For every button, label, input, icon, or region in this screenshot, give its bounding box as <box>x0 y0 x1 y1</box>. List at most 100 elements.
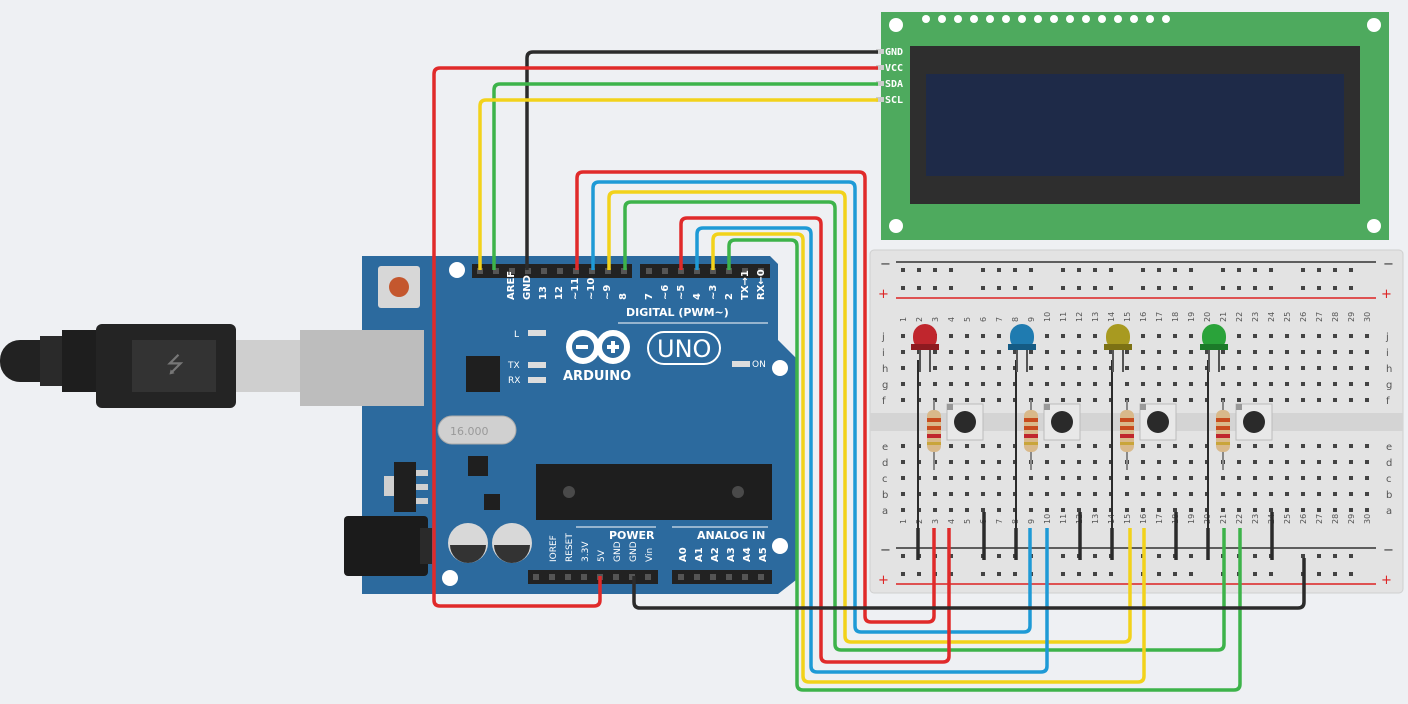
bb-hole <box>901 398 905 402</box>
bb-hole <box>1349 334 1353 338</box>
header-pin[interactable] <box>589 268 595 274</box>
bb-hole <box>1061 444 1065 448</box>
header-pin[interactable] <box>678 268 684 274</box>
header-pin[interactable] <box>605 268 611 274</box>
bb-hole <box>1285 492 1289 496</box>
rail-hole <box>1333 554 1337 558</box>
header-pin[interactable] <box>646 268 652 274</box>
rail-hole <box>1189 572 1193 576</box>
rx-led-label: RX <box>508 376 520 386</box>
header-pin[interactable] <box>710 268 716 274</box>
bb-hole <box>1365 350 1369 354</box>
bb-hole <box>1093 492 1097 496</box>
bb-hole <box>965 508 969 512</box>
bb-hole <box>901 444 905 448</box>
header-pin[interactable] <box>742 574 748 580</box>
blue-led[interactable] <box>1010 324 1034 350</box>
bb-hole <box>1221 508 1225 512</box>
header-pin[interactable] <box>694 268 700 274</box>
column-number: 9 <box>1027 519 1036 524</box>
analog-header <box>672 570 772 584</box>
header-pin[interactable] <box>477 268 483 274</box>
analog-pin-label: A0 <box>678 547 689 562</box>
bb-hole <box>901 460 905 464</box>
lcd-top-pin <box>970 15 978 23</box>
resistor[interactable] <box>927 410 941 452</box>
rail-hole <box>997 554 1001 558</box>
bb-hole <box>1157 460 1161 464</box>
digital-pin-label: ~10 <box>586 278 597 300</box>
bb-hole <box>1157 476 1161 480</box>
power-pin-label: GND <box>629 541 639 562</box>
bb-hole <box>965 398 969 402</box>
column-number: 11 <box>1059 312 1068 322</box>
resistor[interactable] <box>1216 410 1230 452</box>
bb-hole <box>1253 508 1257 512</box>
header-pin[interactable] <box>565 574 571 580</box>
bb-hole <box>1365 460 1369 464</box>
header-pin[interactable] <box>525 268 531 274</box>
bb-hole <box>981 508 985 512</box>
header-pin[interactable] <box>629 574 635 580</box>
bb-hole <box>1349 444 1353 448</box>
lcd-top-pin <box>922 15 930 23</box>
header-pin[interactable] <box>758 268 764 274</box>
header-pin[interactable] <box>541 268 547 274</box>
bb-hole <box>933 476 937 480</box>
header-pin[interactable] <box>549 574 555 580</box>
header-pin[interactable] <box>694 574 700 580</box>
bb-hole <box>1349 398 1353 402</box>
rail-hole <box>1093 572 1097 576</box>
rail-hole <box>1237 268 1241 272</box>
red-led[interactable] <box>913 324 937 350</box>
header-pin[interactable] <box>621 268 627 274</box>
lcd-top-pin <box>1066 15 1074 23</box>
header-pin[interactable] <box>726 268 732 274</box>
header-pin[interactable] <box>573 268 579 274</box>
header-pin[interactable] <box>533 574 539 580</box>
resistor[interactable] <box>1024 410 1038 452</box>
bb-hole <box>1333 366 1337 370</box>
header-pin[interactable] <box>557 268 563 274</box>
lcd-top-pin <box>1162 15 1170 23</box>
bb-hole <box>1173 444 1177 448</box>
rail-hole <box>1221 268 1225 272</box>
header-pin[interactable] <box>662 268 668 274</box>
green-led[interactable] <box>1202 324 1226 350</box>
header-pin[interactable] <box>581 574 587 580</box>
power-title: POWER <box>609 529 655 542</box>
rail-hole <box>1109 286 1113 290</box>
digital-pin-label: ~6 <box>660 285 671 300</box>
header-pin[interactable] <box>678 574 684 580</box>
header-pin[interactable] <box>613 574 619 580</box>
rail-sign: + <box>1381 287 1392 302</box>
bb-hole <box>1077 366 1081 370</box>
bb-hole <box>1317 460 1321 464</box>
header-pin[interactable] <box>710 574 716 580</box>
bb-hole <box>1157 382 1161 386</box>
yellow-led[interactable] <box>1106 324 1130 350</box>
header-pin[interactable] <box>758 574 764 580</box>
bb-hole <box>949 366 953 370</box>
header-pin[interactable] <box>645 574 651 580</box>
bb-hole <box>933 350 937 354</box>
uno-badge <box>647 331 721 365</box>
header-pin[interactable] <box>509 268 515 274</box>
column-number: 12 <box>1075 312 1084 322</box>
rail-hole <box>1301 554 1305 558</box>
header-pin[interactable] <box>742 268 748 274</box>
lcd-top-pin <box>1018 15 1026 23</box>
resistor[interactable] <box>1120 410 1134 452</box>
lcd-top-pin <box>1130 15 1138 23</box>
bb-hole <box>1045 382 1049 386</box>
rail-sign: − <box>1383 543 1394 558</box>
bb-hole <box>1093 398 1097 402</box>
rail-hole <box>1093 554 1097 558</box>
bb-hole <box>981 444 985 448</box>
bb-hole <box>1221 382 1225 386</box>
header-pin[interactable] <box>493 268 499 274</box>
header-pin[interactable] <box>726 574 732 580</box>
voltage-regulator <box>394 462 416 512</box>
bb-hole <box>1365 444 1369 448</box>
bb-hole <box>981 398 985 402</box>
